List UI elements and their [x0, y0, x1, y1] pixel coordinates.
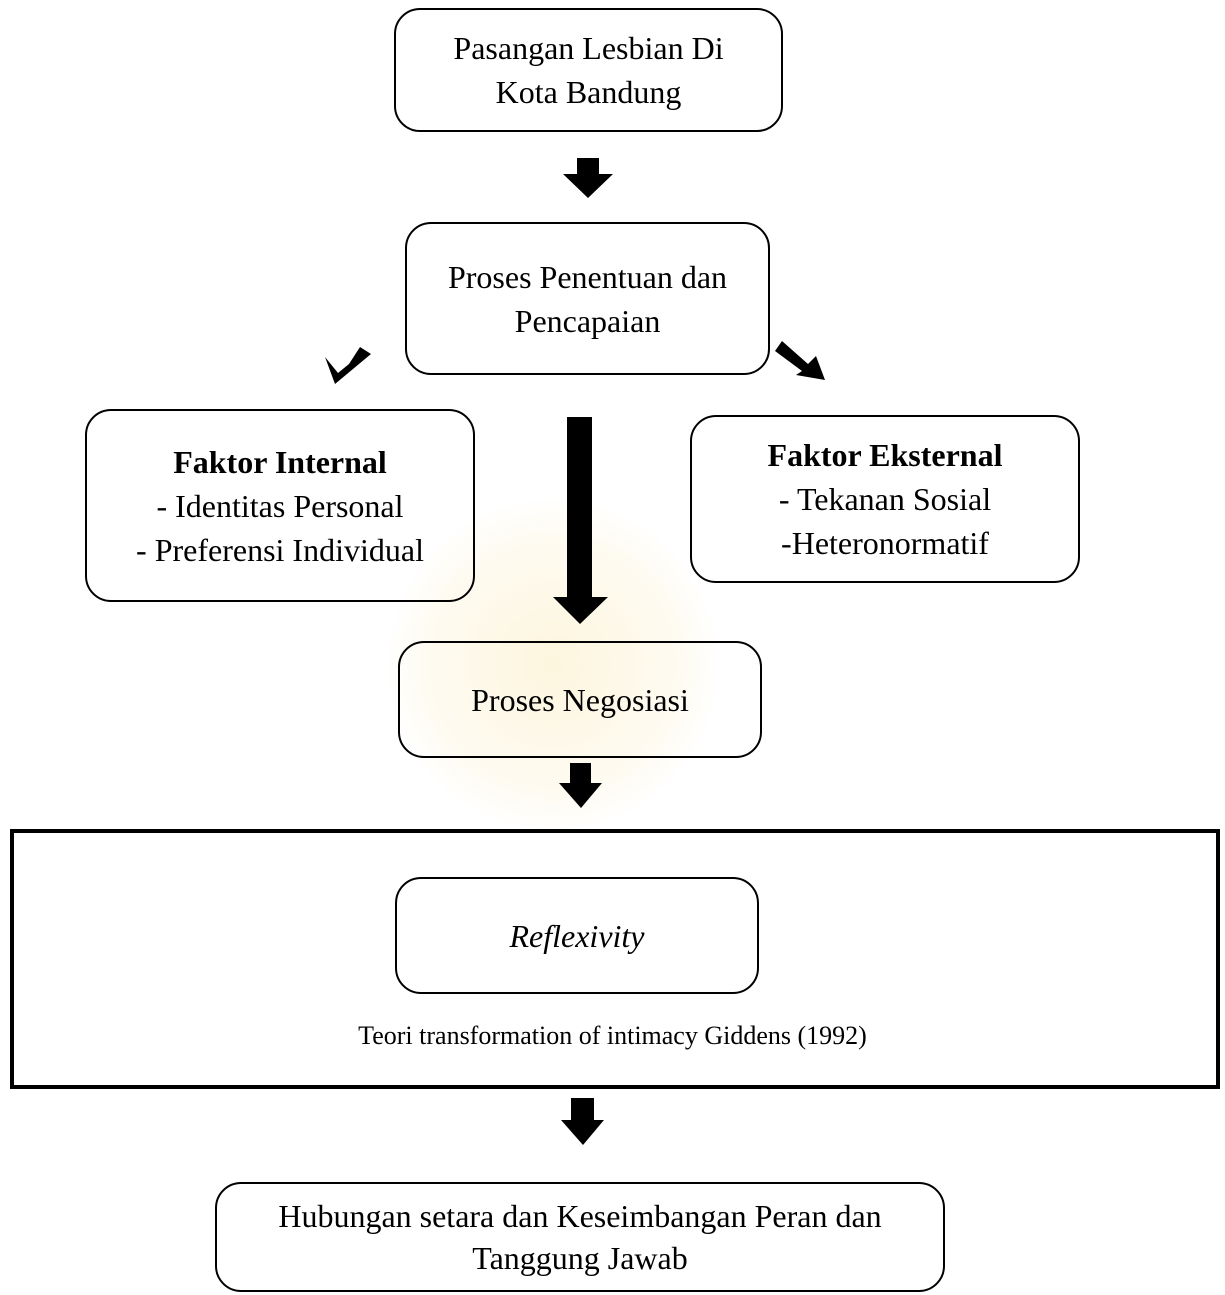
faktor-internal-item-1: - Identitas Personal — [156, 487, 404, 524]
node-reflexivity: Reflexivity — [395, 877, 759, 994]
arrow-diagonal-left — [325, 347, 371, 384]
reflexivity-label: Reflexivity — [509, 917, 645, 954]
arrow-down-long — [553, 417, 608, 624]
arrow-down-2 — [559, 763, 602, 808]
node-proses-penentuan: Proses Penentuan dan Pencapaian — [405, 222, 770, 375]
arrow-down-3 — [561, 1098, 604, 1145]
node-faktor-eksternal: Faktor Eksternal - Tekanan Sosial -Heter… — [690, 415, 1080, 583]
arrow-diagonal-right — [775, 341, 825, 380]
node-proses-penentuan-line-2: Pencapaian — [514, 302, 661, 339]
node-proses-penentuan-line-1: Proses Penentuan dan — [447, 258, 728, 295]
faktor-eksternal-item-1: - Tekanan Sosial — [778, 481, 992, 517]
node-pasangan-lesbian: Pasangan Lesbian Di Kota Bandung — [394, 8, 783, 132]
theory-frame — [10, 829, 1220, 1089]
node-hubungan-setara: Hubungan setara dan Keseimbangan Peran d… — [215, 1182, 945, 1292]
node-proses-negosiasi: Proses Negosiasi — [398, 641, 762, 758]
node-faktor-internal: Faktor Internal - Identitas Personal - P… — [85, 409, 475, 602]
node-pasangan-lesbian-line-1: Pasangan Lesbian Di — [453, 30, 724, 66]
arrow-down-1 — [563, 158, 613, 198]
faktor-eksternal-item-2: -Heteronormatif — [781, 525, 989, 561]
faktor-internal-item-2: - Preferensi Individual — [136, 531, 424, 568]
node-hubungan-setara-line-1: Hubungan setara dan Keseimbangan Peran d… — [278, 1198, 882, 1234]
node-pasangan-lesbian-line-2: Kota Bandung — [495, 74, 682, 110]
faktor-eksternal-heading: Faktor Eksternal — [767, 437, 1003, 473]
watermark-seal — [388, 500, 718, 830]
theory-caption: Teori transformation of intimacy Giddens… — [358, 1021, 867, 1050]
faktor-internal-heading: Faktor Internal — [173, 443, 387, 480]
node-hubungan-setara-line-2: Tanggung Jawab — [472, 1240, 688, 1276]
proses-negosiasi-label: Proses Negosiasi — [471, 681, 689, 718]
